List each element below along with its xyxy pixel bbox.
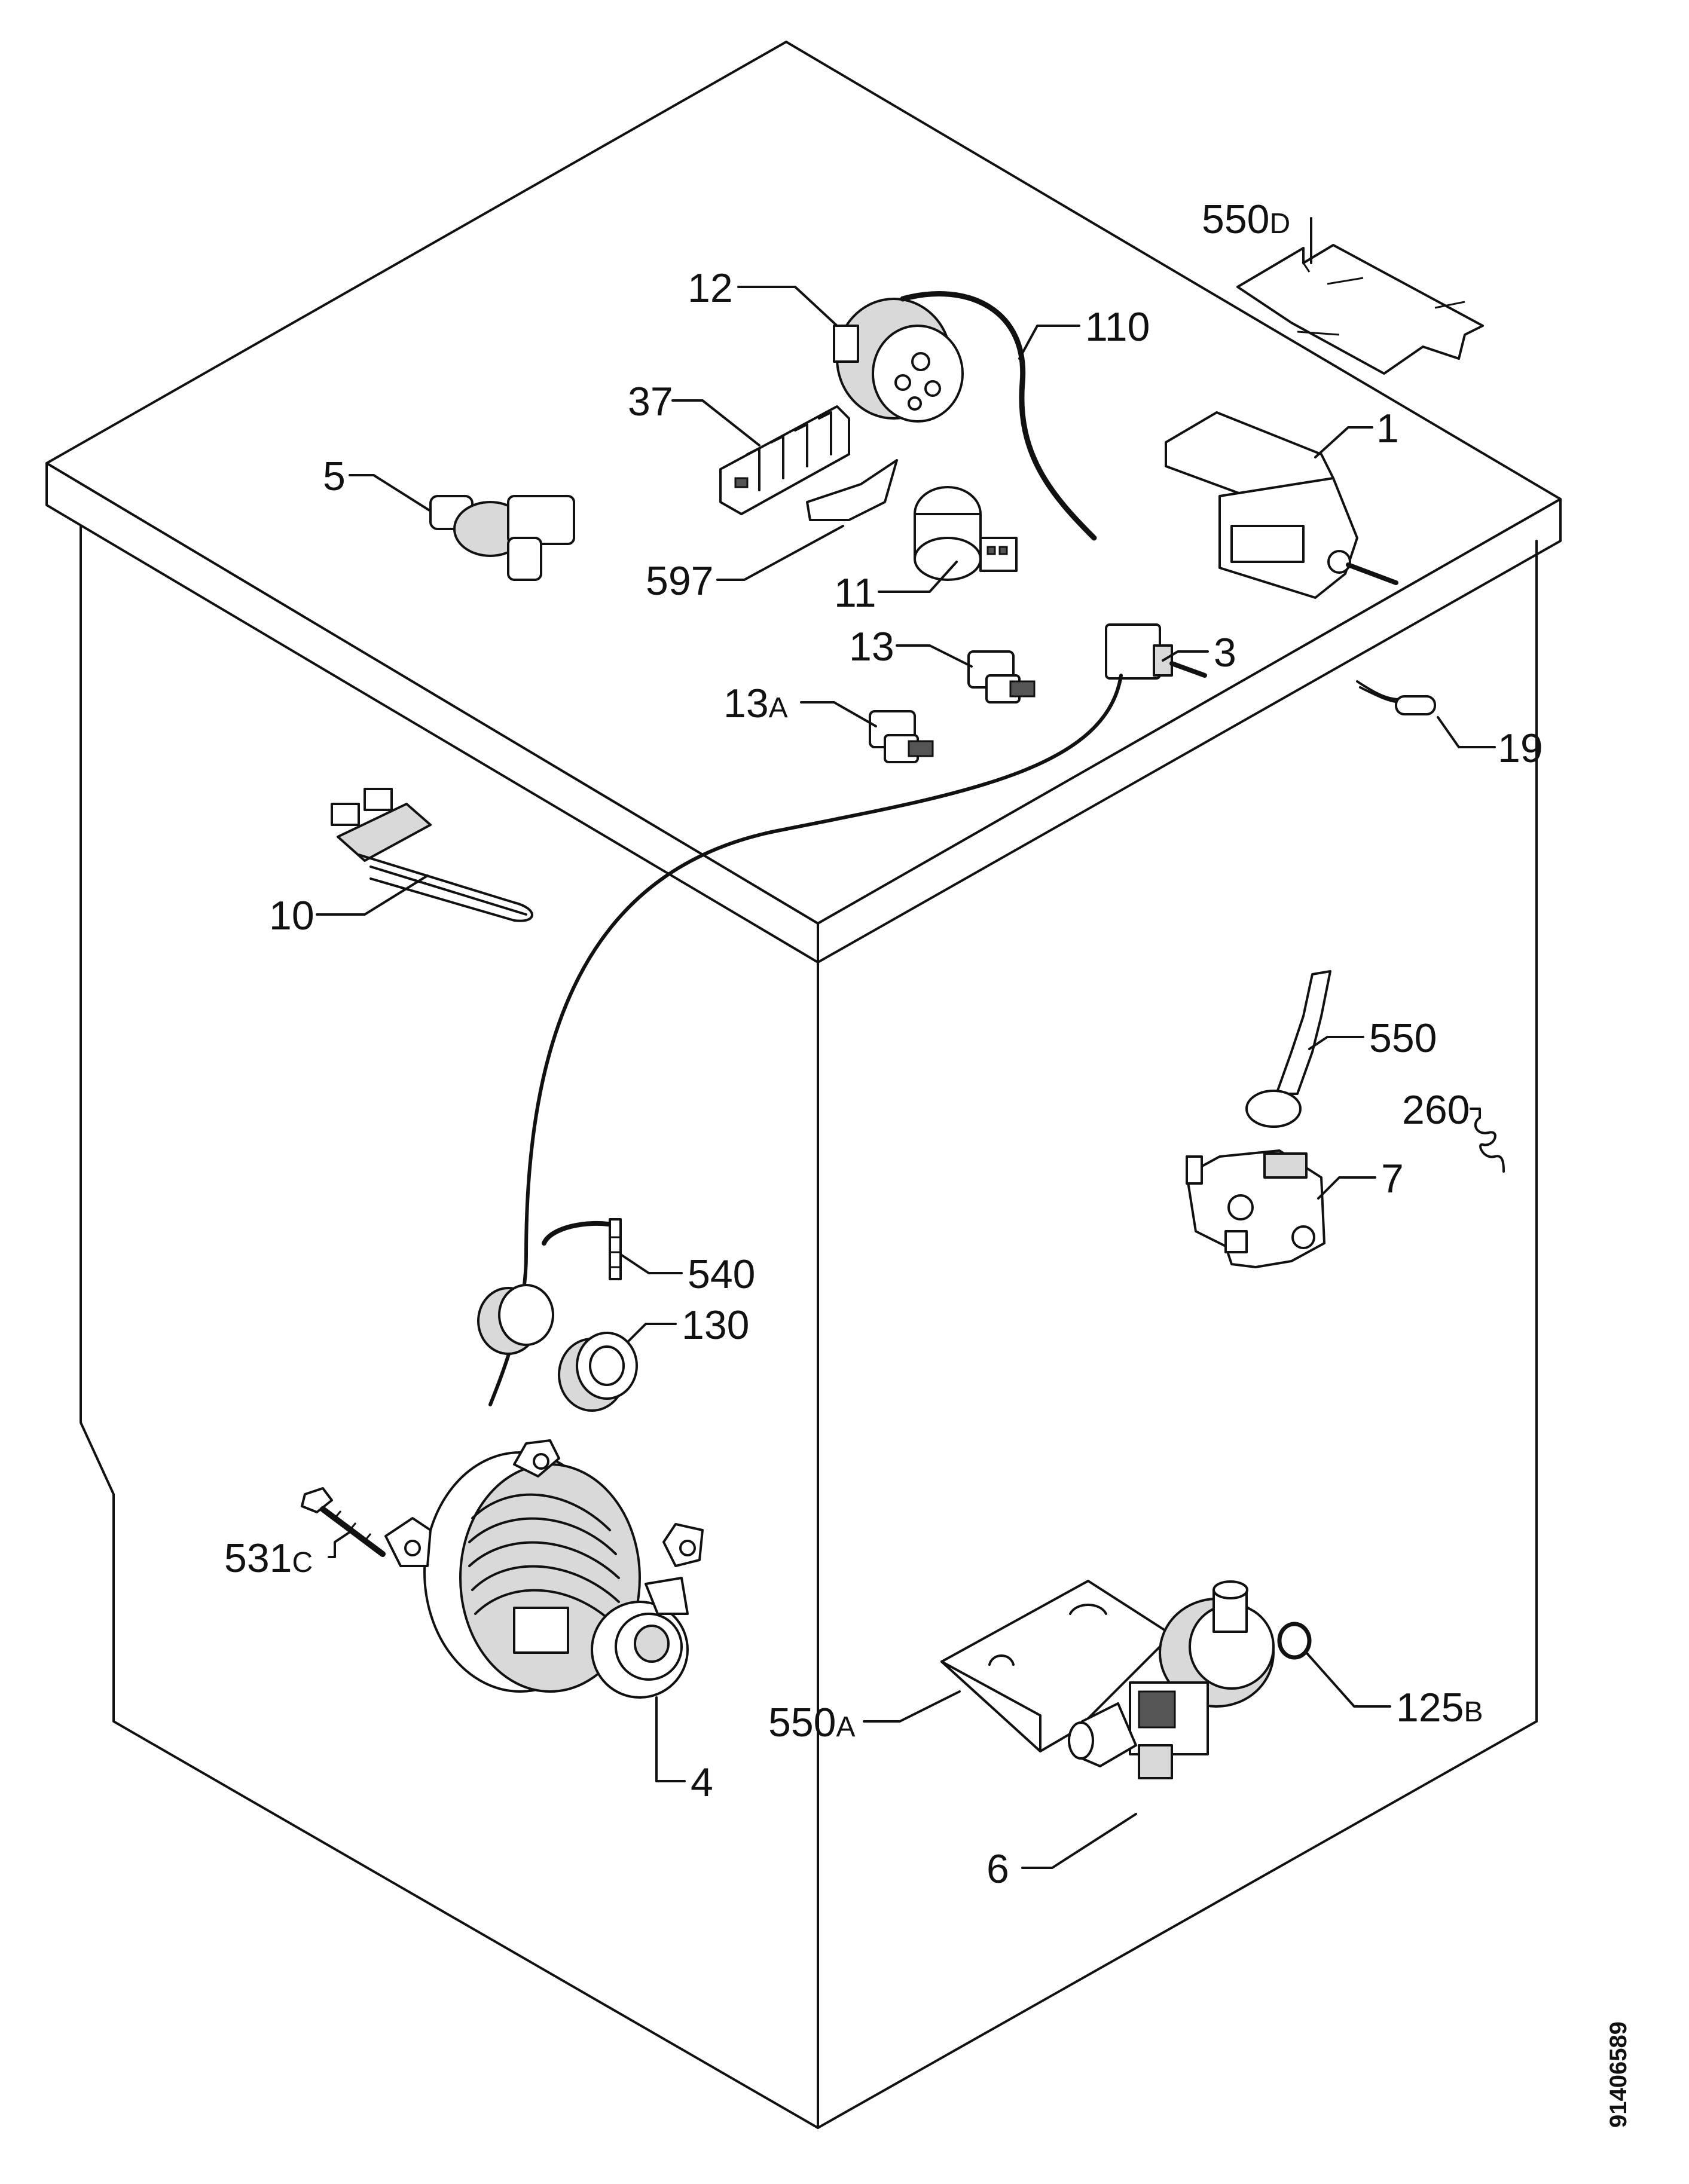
pump-cover-550a (940, 1580, 1173, 1752)
callout-13: 13 (849, 624, 894, 669)
callout-260: 260 (1402, 1087, 1470, 1133)
callout-37: 37 (628, 379, 673, 424)
callout-130: 130 (682, 1302, 749, 1348)
callout-11: 11 (834, 570, 876, 616)
callout-19: 19 (1498, 726, 1543, 771)
callout-6: 6 (986, 1846, 1009, 1892)
callout-1: 1 (1376, 406, 1399, 451)
door-switch-3 (1105, 623, 1207, 680)
programmer-timer-1 (1165, 411, 1398, 599)
inlet-valve-5 (429, 495, 575, 581)
cabinet-outline (45, 41, 1562, 2129)
callout-12: 12 (688, 265, 733, 311)
callout-550d: 550D (1202, 197, 1290, 242)
callout-125b: 125B (1396, 1685, 1483, 1730)
callout-13a: 13A (723, 681, 788, 726)
pressure-switch-12 (833, 298, 964, 423)
screw-531c (301, 1487, 386, 1557)
callout-540: 540 (688, 1252, 755, 1297)
clip-597 (806, 459, 898, 521)
callout-5: 5 (323, 454, 346, 499)
connector-13 (967, 650, 1036, 703)
suppressor-filter-11 (914, 486, 1018, 581)
motor-4 (384, 1439, 704, 1699)
terminal-block-37 (719, 405, 850, 515)
spring-260 (1474, 1117, 1505, 1173)
callout-550: 550 (1369, 1015, 1437, 1061)
cabinet-left-side (80, 525, 819, 2129)
cover-plate-550d (1236, 244, 1484, 375)
callout-7: 7 (1381, 1156, 1404, 1201)
callout-10: 10 (269, 893, 314, 938)
drain-pump-6 (1068, 1580, 1275, 1779)
pump-seal-125b (1277, 1622, 1312, 1660)
leader-lines (316, 217, 1496, 1869)
callout-597: 597 (646, 558, 713, 604)
door-lever-550 (1245, 970, 1331, 1128)
heating-element-10 (331, 788, 533, 922)
document-number: 91406589 (1605, 2021, 1632, 2128)
cable-grommet (477, 1284, 554, 1355)
spring-clip-540 (542, 1218, 622, 1280)
cabinet-top-right-edge (817, 498, 1562, 963)
callout-531c: 531C (224, 1535, 313, 1581)
seal-ring-130 (558, 1332, 638, 1412)
callout-550a: 550A (768, 1700, 855, 1745)
pressure-hose-110 (900, 291, 1097, 541)
temperature-sensor-19 (1356, 680, 1436, 715)
callout-3: 3 (1214, 630, 1236, 675)
callout-110: 110 (1085, 304, 1150, 350)
callout-4: 4 (691, 1760, 713, 1805)
callout-labels: 550D 12 110 37 1 5 597 11 13 3 13A 19 10… (224, 197, 1543, 1892)
cabinet-bottom-right (817, 1720, 1538, 2129)
connector-13a (869, 710, 934, 763)
door-interlock-7 (1186, 1149, 1325, 1268)
